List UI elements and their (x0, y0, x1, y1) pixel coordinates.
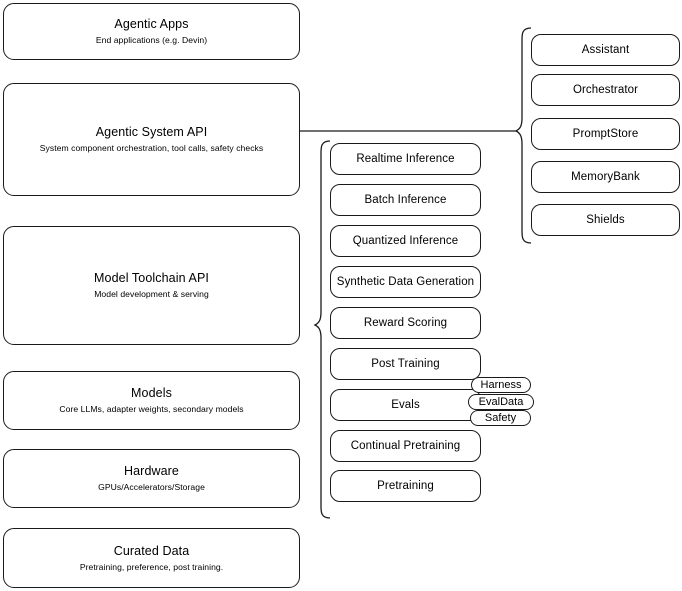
layer-subtitle: Core LLMs, adapter weights, secondary mo… (59, 404, 244, 414)
component-label: Realtime Inference (356, 153, 455, 165)
badge-evaldata[interactable]: EvalData (468, 394, 534, 410)
badge-harness[interactable]: Harness (471, 377, 531, 393)
layer-subtitle: Model development & serving (94, 289, 209, 299)
component-label: Continual Pretraining (350, 440, 461, 452)
component-label: Batch Inference (364, 194, 447, 206)
component-label: Quantized Inference (352, 235, 459, 247)
layer-title: Model Toolchain API (94, 271, 209, 285)
component-realtime-inference[interactable]: Realtime Inference (330, 143, 481, 175)
component-post-training[interactable]: Post Training (330, 348, 481, 380)
layer-agentic-system-api[interactable]: Agentic System API System component orch… (3, 83, 300, 196)
component-evals[interactable]: Evals (330, 389, 481, 421)
layer-curated-data[interactable]: Curated Data Pretraining, preference, po… (3, 528, 300, 588)
component-label: Evals (391, 399, 420, 411)
component-label: MemoryBank (571, 171, 640, 183)
component-pretraining[interactable]: Pretraining (330, 470, 481, 502)
component-label: Post Training (371, 358, 440, 370)
component-label: Synthetic Data Generation (336, 276, 475, 288)
layer-agentic-apps[interactable]: Agentic Apps End applications (e.g. Devi… (3, 3, 300, 60)
layer-title: Agentic System API (95, 125, 208, 139)
badge-safety[interactable]: Safety (470, 410, 531, 426)
layer-subtitle: GPUs/Accelerators/Storage (98, 482, 205, 492)
component-synthetic-data-generation[interactable]: Synthetic Data Generation (330, 266, 481, 298)
component-continual-pretraining[interactable]: Continual Pretraining (330, 430, 481, 462)
layer-title: Models (131, 386, 172, 400)
component-quantized-inference[interactable]: Quantized Inference (330, 225, 481, 257)
component-label: Reward Scoring (363, 317, 448, 329)
layer-title: Hardware (124, 464, 179, 478)
layer-title: Curated Data (113, 543, 190, 558)
component-label: Orchestrator (572, 84, 639, 96)
middle-brace (313, 140, 331, 519)
component-label: Pretraining (377, 480, 434, 492)
right-brace (514, 27, 532, 244)
component-shields[interactable]: Shields (531, 204, 680, 236)
layer-hardware[interactable]: Hardware GPUs/Accelerators/Storage (3, 449, 300, 508)
component-assistant[interactable]: Assistant (531, 34, 680, 66)
component-label: Assistant (581, 44, 630, 56)
layer-models[interactable]: Models Core LLMs, adapter weights, secon… (3, 371, 300, 430)
layer-title: Agentic Apps (114, 17, 189, 31)
layer-subtitle: End applications (e.g. Devin) (95, 35, 208, 45)
component-promptstore[interactable]: PromptStore (531, 118, 680, 150)
layer-subtitle: Pretraining, preference, post training. (79, 561, 224, 572)
component-batch-inference[interactable]: Batch Inference (330, 184, 481, 216)
component-label: PromptStore (572, 128, 639, 140)
layer-model-toolchain-api[interactable]: Model Toolchain API Model development & … (3, 226, 300, 345)
component-label: Shields (586, 214, 625, 226)
component-orchestrator[interactable]: Orchestrator (531, 74, 680, 106)
component-memorybank[interactable]: MemoryBank (531, 161, 680, 193)
component-reward-scoring[interactable]: Reward Scoring (330, 307, 481, 339)
layer-subtitle: System component orchestration, tool cal… (39, 143, 264, 153)
